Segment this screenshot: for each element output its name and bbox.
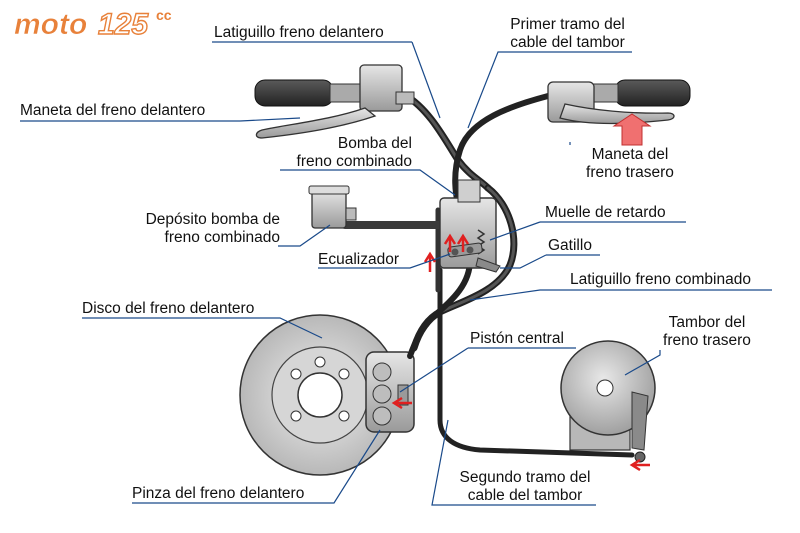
combined-brake-pump [439, 179, 501, 273]
label-delay-spring: Muelle de retardo [545, 204, 666, 221]
label-second-drum-cable-segment: Segundo tramo del cable del tambor [459, 469, 591, 504]
rear-brake-lever-assembly [547, 79, 691, 125]
label-combined-brake-pump: Bomba del freno combinado [296, 135, 412, 170]
label-front-brake-caliper: Pinza del freno delantero [132, 485, 305, 502]
front-brake-caliper [365, 351, 415, 433]
force-arrows [391, 113, 652, 472]
svg-text:moto: moto [14, 8, 87, 41]
label-combined-brake-hose: Latiguillo freno combinado [570, 271, 751, 288]
combined-pump-reservoir [308, 185, 357, 229]
label-combined-pump-reservoir: Depósito bomba de freno combinado [145, 211, 280, 246]
label-equalizer: Ecualizador [318, 251, 399, 268]
leader-lines [20, 41, 772, 506]
front-brake-lever-assembly [254, 64, 415, 139]
label-front-brake-hose: Latiguillo freno delantero [214, 24, 384, 41]
label-trigger: Gatillo [548, 237, 592, 254]
label-first-drum-cable-segment: Primer tramo del cable del tambor [510, 16, 625, 51]
label-central-piston: Pistón central [470, 330, 564, 347]
moto125-logo: moto 125 cc [14, 6, 194, 42]
front-brake-disc [239, 314, 401, 476]
svg-text:125: 125 [98, 8, 149, 41]
label-front-brake-lever: Maneta del freno delantero [20, 102, 206, 119]
label-rear-brake-drum: Tambor del freno trasero [663, 314, 751, 349]
label-front-brake-disc: Disco del freno delantero [82, 300, 255, 317]
label-rear-brake-lever: Maneta del freno trasero [586, 146, 674, 181]
rear-brake-drum [560, 340, 656, 463]
svg-text:cc: cc [156, 7, 172, 23]
